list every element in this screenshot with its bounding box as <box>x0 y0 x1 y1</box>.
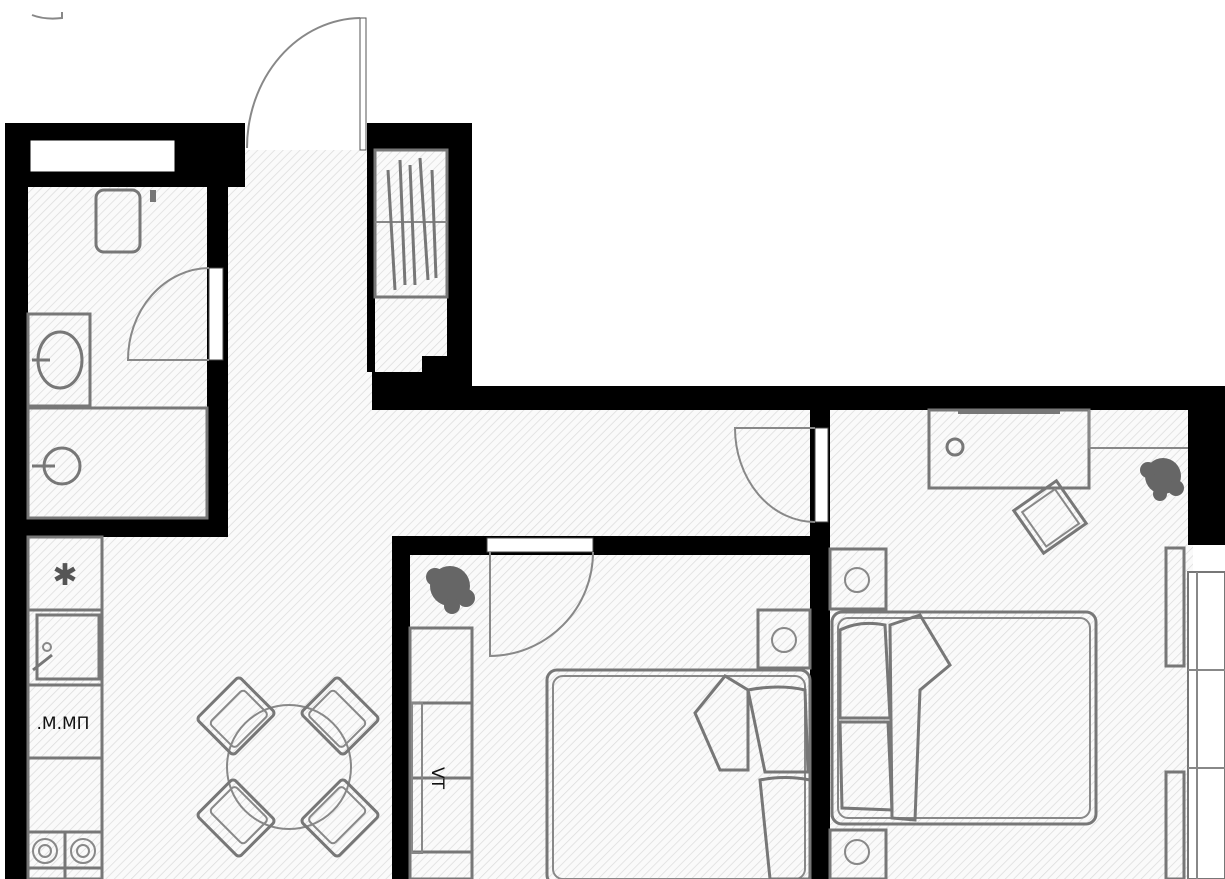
bedroom-door-left[interactable] <box>486 537 594 658</box>
bathroom-door[interactable] <box>126 267 224 361</box>
desk <box>927 408 1188 490</box>
door-mark <box>31 12 63 20</box>
fan-icon: ✱ <box>52 558 77 593</box>
radiator <box>1164 546 1186 879</box>
sink-counter <box>26 312 92 408</box>
nightstand <box>756 608 812 670</box>
dining-table <box>196 676 380 858</box>
kitchen-counter <box>26 535 104 879</box>
nightstand <box>828 828 888 879</box>
nightstand <box>828 547 888 611</box>
bed-left <box>545 668 812 879</box>
lamp-icon <box>844 839 870 865</box>
dishwasher-label: .M.MП <box>37 714 90 734</box>
toilet-icon <box>94 188 142 254</box>
burner-icon <box>70 838 96 864</box>
lamp-icon <box>771 627 797 653</box>
tv-cabinet <box>408 626 474 879</box>
lamp-icon <box>844 567 870 593</box>
desk-chair <box>1011 478 1089 556</box>
plant-icon <box>1140 458 1184 501</box>
bedroom-door-right[interactable] <box>733 427 829 523</box>
tv-label: VT <box>427 767 447 790</box>
bathroom-window <box>29 139 176 173</box>
window-right <box>1187 571 1225 879</box>
wardrobe <box>373 148 449 299</box>
kitchen-sink-icon <box>35 613 101 681</box>
bathroom-floor <box>28 187 207 518</box>
plant-icon <box>426 566 475 614</box>
entry-door[interactable] <box>246 17 367 151</box>
burner-icon <box>32 838 58 864</box>
bed-right <box>830 610 1098 826</box>
shower-tray <box>26 406 209 520</box>
